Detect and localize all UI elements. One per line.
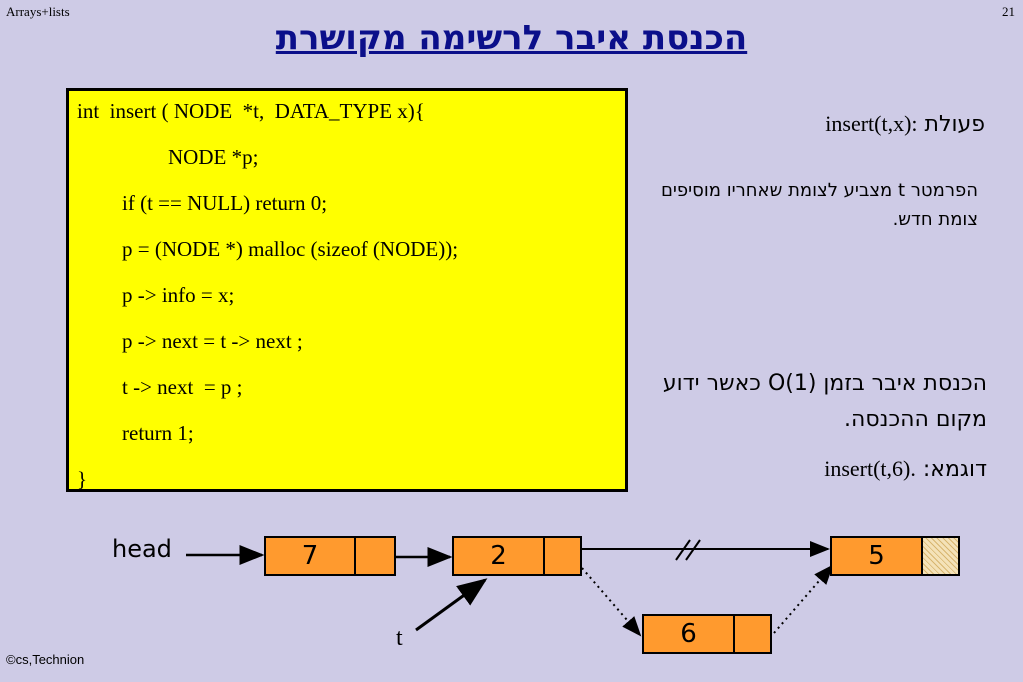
code-line-9: } — [77, 467, 88, 491]
list-node-7: 7 — [264, 536, 396, 576]
example-label: דוגמא: — [922, 457, 987, 482]
node-value-7: 7 — [301, 541, 319, 571]
code-line-6: p -> next = t -> next ; — [122, 329, 303, 353]
list-node-5: 5 — [830, 536, 960, 576]
break-mark-2 — [685, 539, 701, 561]
node-value-2: 2 — [490, 541, 507, 571]
node-divider — [733, 616, 735, 652]
dotted-2-to-6 — [581, 567, 642, 637]
slide-title: הכנסת איבר לרשימה מקושרת — [275, 18, 748, 58]
node-divider — [354, 538, 356, 574]
break-mark-1 — [675, 539, 691, 561]
t-arrow — [415, 578, 488, 632]
complexity-note: הכנסת איבר בזמן O(1) כאשר ידוע מקום ההכנ… — [662, 371, 987, 432]
operation-signature: insert(t,x): — [825, 111, 918, 136]
code-line-5: p -> info = x; — [122, 283, 235, 307]
footer-copyright: ©cs,Technion — [6, 652, 85, 667]
operation-heading: פעולת insert(t,x): — [825, 111, 985, 137]
list-node-6: 6 — [642, 614, 772, 654]
operation-label: פעולת — [924, 112, 985, 137]
code-line-2: NODE *p; — [168, 145, 259, 169]
t-label: t — [396, 625, 403, 651]
code-line-1: int insert ( NODE *t, DATA_TYPE x){ — [77, 99, 425, 123]
page-number: 21 — [1002, 4, 1015, 19]
node-value-6: 6 — [680, 619, 697, 649]
null-pointer-hatch — [923, 538, 958, 574]
node-value-5: 5 — [868, 541, 885, 571]
code-line-7: t -> next = p ; — [122, 375, 243, 399]
node-divider — [921, 538, 923, 574]
node-divider — [543, 538, 545, 574]
param-description: הפרמטר t מצביע לצומת שאחריו מוסיפים צומת… — [660, 180, 978, 230]
code-box: int insert ( NODE *t, DATA_TYPE x){ NODE… — [66, 88, 628, 492]
example-call: insert(t,6). — [824, 456, 916, 481]
code-line-3: if (t == NULL) return 0; — [122, 191, 328, 215]
header-course: Arrays+lists — [6, 4, 70, 19]
example-line: דוגמא: insert(t,6). — [824, 456, 987, 482]
code-line-4: p = (NODE *) malloc (sizeof (NODE)); — [122, 237, 459, 261]
code-line-8: return 1; — [122, 421, 194, 445]
dotted-6-to-5 — [773, 564, 834, 634]
list-node-2: 2 — [452, 536, 582, 576]
head-label: head — [112, 535, 172, 563]
